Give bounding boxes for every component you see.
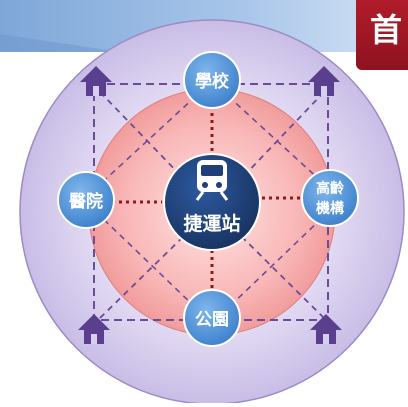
center-node-mrt-station: 捷運站 xyxy=(163,153,261,251)
node-hospital-label: 醫院 xyxy=(69,191,103,212)
node-hospital: 醫院 xyxy=(57,171,115,229)
corner-title-char: 首 xyxy=(370,11,403,49)
diamond-line-tl xyxy=(95,95,197,189)
house-icon xyxy=(80,66,112,96)
center-node-label: 捷運站 xyxy=(183,212,240,235)
house-icon xyxy=(308,66,340,96)
diagonal-line-tl xyxy=(99,91,186,181)
node-school-label: 學校 xyxy=(195,71,230,92)
node-elderly-care-label-1: 高齡 xyxy=(316,180,344,197)
diamond-line-bl xyxy=(95,211,197,309)
node-elderly-care-label-2: 機構 xyxy=(316,200,344,217)
node-park: 公園 xyxy=(183,289,241,347)
node-school: 學校 xyxy=(183,51,241,109)
node-park-label: 公園 xyxy=(195,310,229,330)
house-icon xyxy=(78,314,110,344)
house-icon xyxy=(310,314,342,344)
diagonal-line-br xyxy=(239,234,325,319)
node-elderly-care: 高齡 機構 xyxy=(301,169,359,227)
corner-title-tab: 首 xyxy=(356,0,408,70)
header-band-fold xyxy=(0,34,120,52)
diagonal-line-tr xyxy=(239,91,325,181)
train-icon xyxy=(195,160,229,201)
diagonal-line-bl xyxy=(99,234,186,319)
